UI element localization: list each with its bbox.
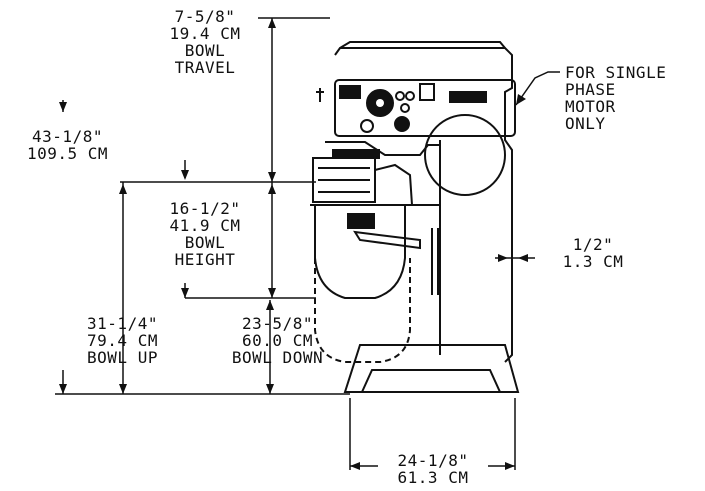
base-width-cm: 61.3 CM (397, 468, 469, 487)
bowl-down-label: 23-5/8" 60.0 CM BOWL DOWN (210, 315, 345, 366)
bowl-travel-label: 7-5/8" 19.4 CM BOWL TRAVEL (140, 8, 270, 76)
base-width-inch: 24-1/8" (397, 451, 469, 470)
side-offset-cm: 1.3 CM (562, 252, 624, 271)
bowl-up-inch: 31-1/4" (87, 314, 158, 333)
motor-note-line2: PHASE (565, 80, 616, 99)
total-height-inch: 43-1/8" (32, 127, 103, 146)
side-offset-inch: 1/2" (572, 235, 614, 254)
bowl-up-cm: 79.4 CM (87, 331, 158, 350)
bowl-travel-inch: 7-5/8" (174, 7, 236, 26)
total-height-cm: 109.5 CM (26, 144, 109, 163)
motor-note-line4: ONLY (565, 114, 606, 133)
motor-note-line3: MOTOR (565, 97, 616, 116)
bowl-up-line1: BOWL UP (87, 348, 158, 367)
bowl-height-inch: 16-1/2" (169, 199, 241, 218)
motor-note-label: FOR SINGLE PHASE MOTOR ONLY (565, 64, 700, 132)
bowl-height-line2: HEIGHT (174, 250, 236, 269)
total-height-label: 43-1/8" 109.5 CM (10, 128, 125, 162)
side-offset-label: 1/2" 1.3 CM (548, 236, 638, 270)
bowl-travel-cm: 19.4 CM (169, 24, 241, 43)
dimension-lines (55, 17, 560, 470)
dimension-arrows (59, 18, 528, 470)
bowl-travel-line2: TRAVEL (174, 58, 236, 77)
motor-note-line1: FOR SINGLE (565, 63, 667, 82)
bowl-height-cm: 41.9 CM (169, 216, 241, 235)
base-width-label: 24-1/8" 61.3 CM (378, 452, 488, 486)
mixer-outline (310, 41, 520, 393)
bowl-travel-line1: BOWL (184, 41, 226, 60)
bowl-down-cm: 60.0 CM (242, 331, 313, 350)
bowl-down-line1: BOWL DOWN (231, 348, 324, 367)
bowl-up-label: 31-1/4" 79.4 CM BOWL UP (60, 315, 185, 366)
bowl-height-label: 16-1/2" 41.9 CM BOWL HEIGHT (140, 200, 270, 268)
bowl-height-line1: BOWL (184, 233, 226, 252)
bowl-down-inch: 23-5/8" (242, 314, 313, 333)
